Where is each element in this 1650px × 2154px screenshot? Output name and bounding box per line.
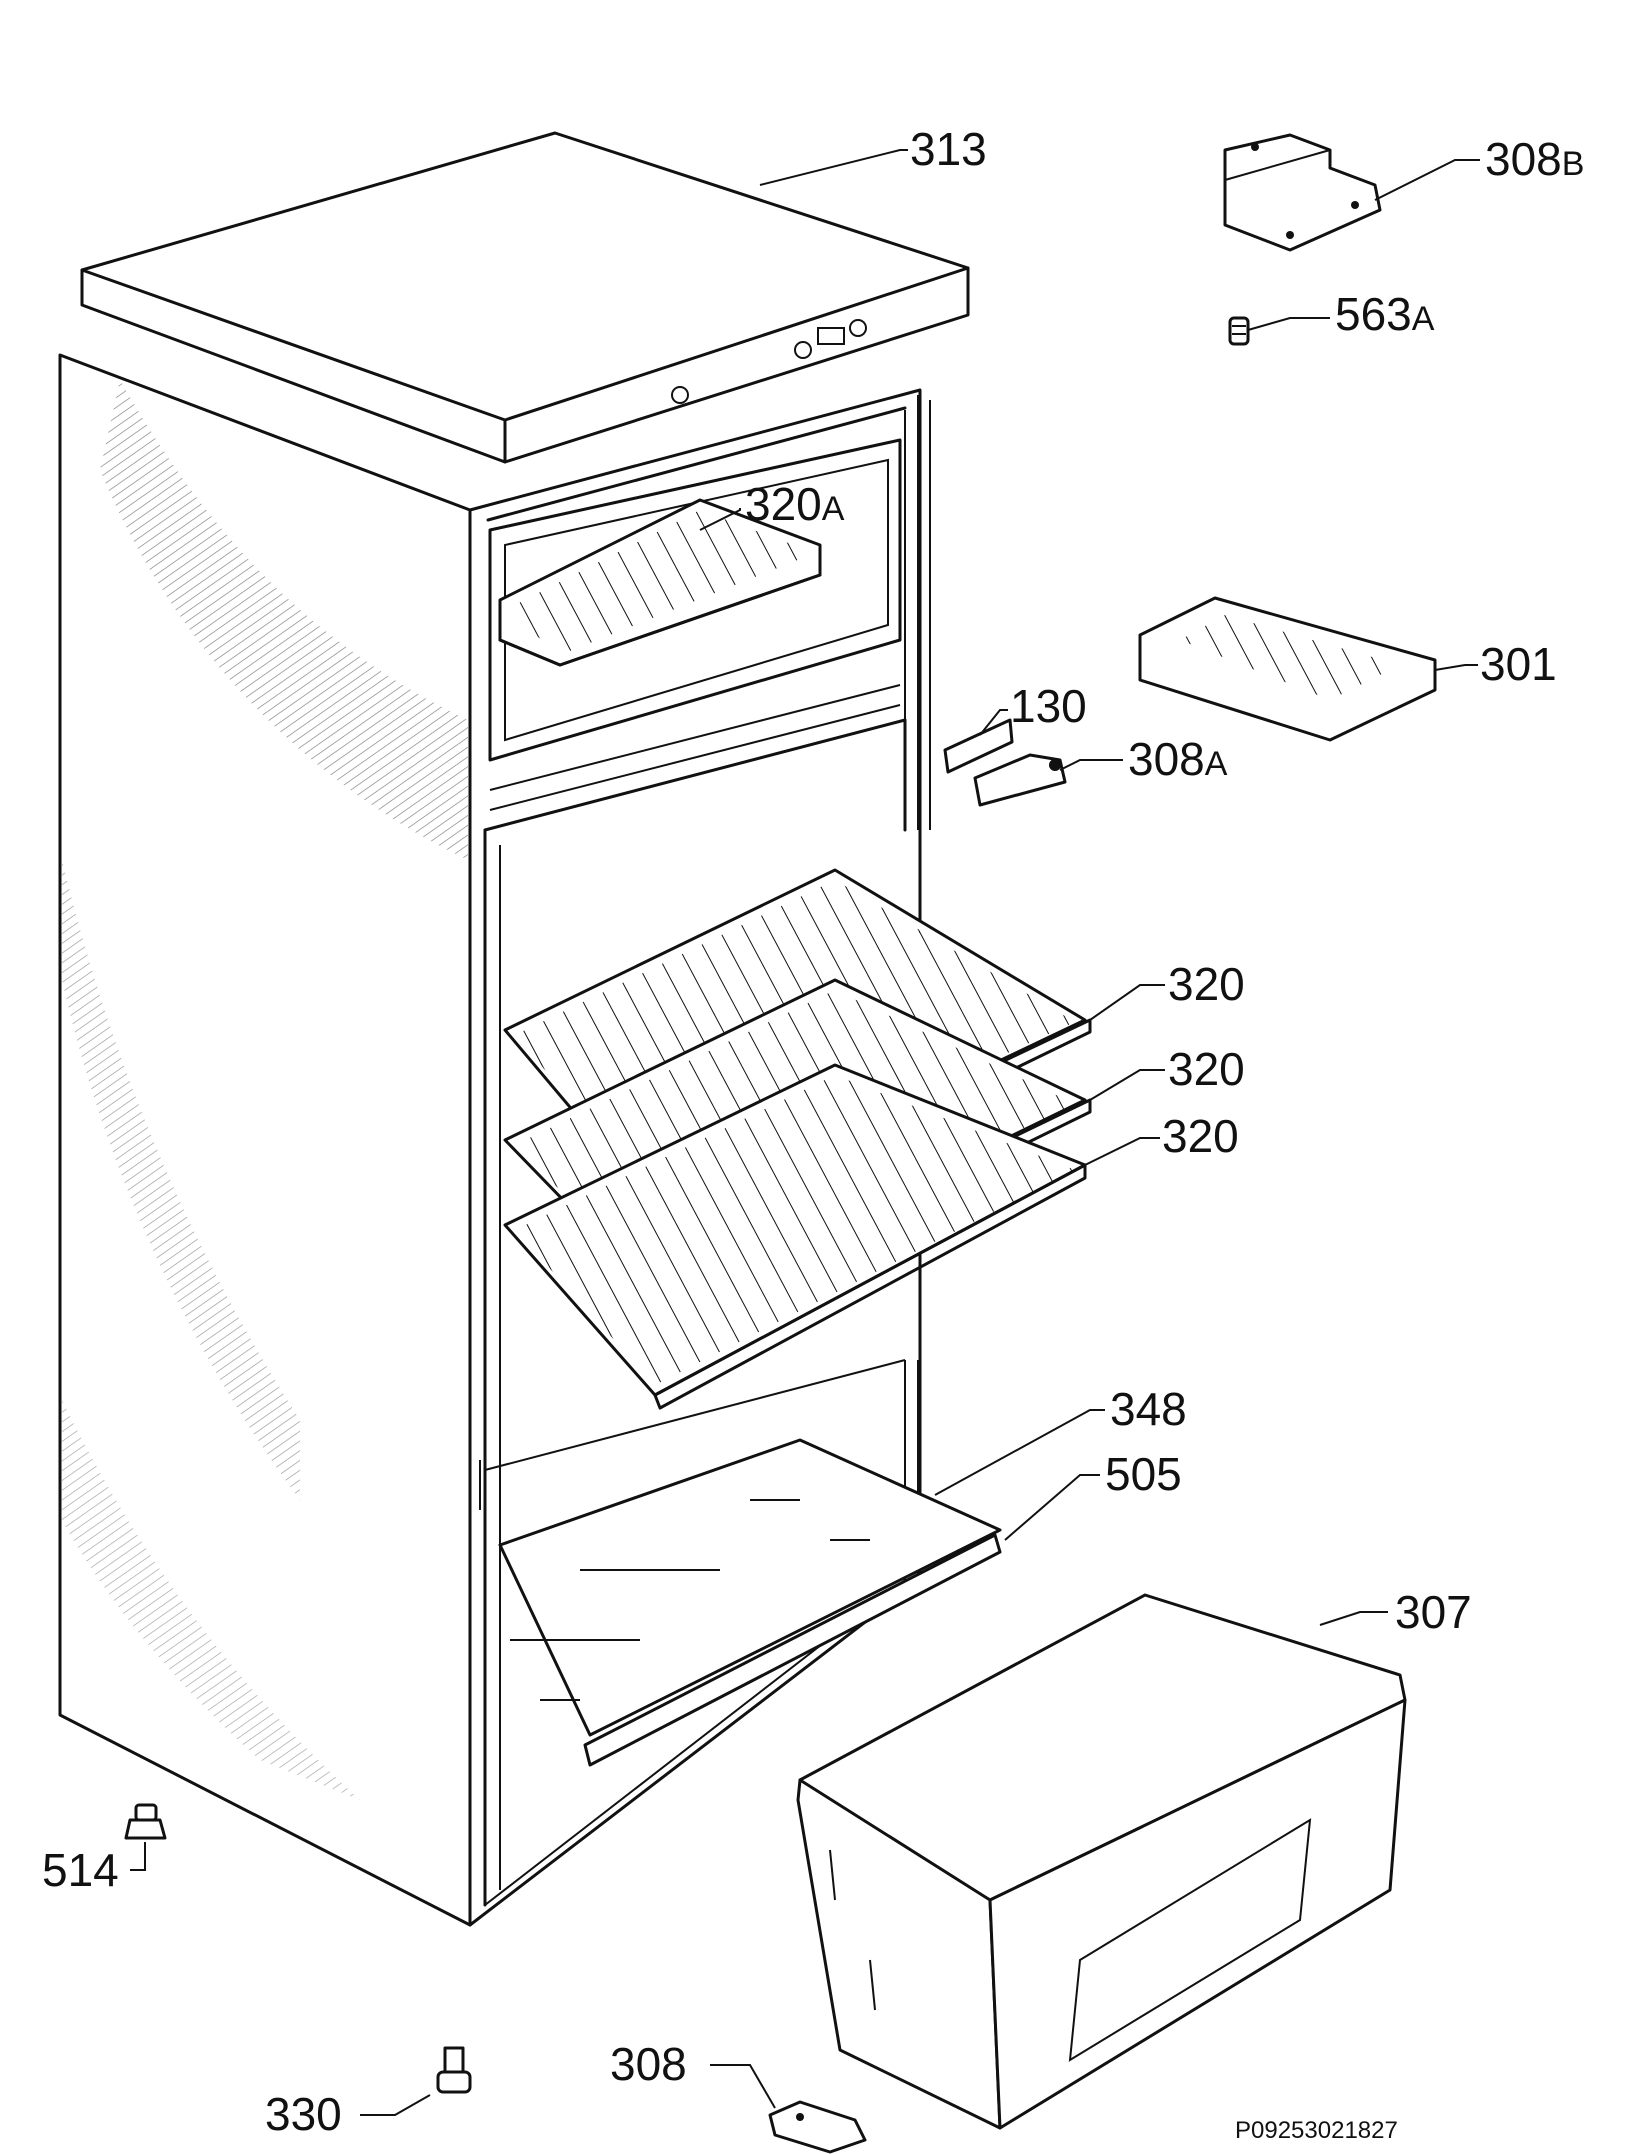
hinge-308a: [973, 753, 1067, 807]
label-505: 505: [1105, 1448, 1182, 1500]
label-563a: 563A: [1335, 288, 1435, 340]
label-514: 514: [42, 1844, 119, 1896]
plug-563a: [1228, 316, 1250, 346]
label-307: 307: [1395, 1586, 1472, 1638]
part-labels: 313 308B 563A 320A 301 130 308A 320 320 …: [42, 123, 1584, 2144]
hinge-plate-308: [768, 2100, 867, 2154]
shelf-trim: [583, 1533, 1002, 1767]
leader-lines: [130, 149, 1480, 2116]
label-308a: 308A: [1128, 733, 1228, 785]
label-130: 130: [1010, 680, 1087, 732]
shim-130: [943, 718, 1014, 774]
label-301: 301: [1480, 638, 1557, 690]
label-313: 313: [910, 123, 987, 175]
bracket-308b: [1223, 133, 1382, 252]
document-id: P09253021827: [1235, 2117, 1398, 2144]
crisper-drawer: [796, 1593, 1407, 2130]
top-cover: [80, 131, 970, 464]
label-320a: 320A: [745, 478, 845, 530]
label-308b: 308B: [1485, 133, 1584, 185]
label-320-top: 320: [1168, 958, 1245, 1010]
cabinet-body: [58, 353, 931, 1927]
label-320-bottom: 320: [1162, 1110, 1239, 1162]
ice-tray: [1138, 596, 1437, 742]
screw-330: [436, 2046, 472, 2094]
label-330: 330: [265, 2088, 342, 2140]
freezer-shelf: [498, 498, 822, 667]
label-320-middle: 320: [1168, 1043, 1245, 1095]
glass-shelf: [498, 1438, 1002, 1737]
foot-514: [124, 1803, 167, 1840]
label-308: 308: [610, 2038, 687, 2090]
label-348: 348: [1110, 1383, 1187, 1435]
